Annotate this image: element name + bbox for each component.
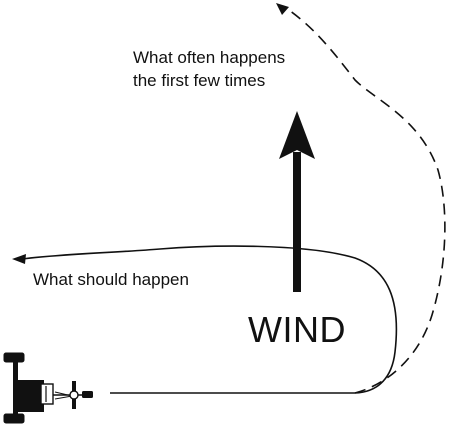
wind-label: WIND bbox=[248, 309, 346, 350]
typical-path-label-line2: the first few times bbox=[133, 71, 266, 90]
typical-path-label: What often happens the first few times bbox=[133, 46, 285, 92]
intended-path-arrowhead bbox=[12, 254, 26, 264]
intended-path-label: What should happen bbox=[33, 270, 189, 289]
typical-path-label-line1: What often happens bbox=[133, 48, 286, 67]
intended-path-line bbox=[21, 245, 398, 394]
typical-path-arrowhead bbox=[276, 3, 289, 15]
typical-path-line bbox=[282, 5, 446, 394]
wind-arrow-icon bbox=[279, 111, 315, 292]
glider-icon bbox=[3, 352, 93, 424]
